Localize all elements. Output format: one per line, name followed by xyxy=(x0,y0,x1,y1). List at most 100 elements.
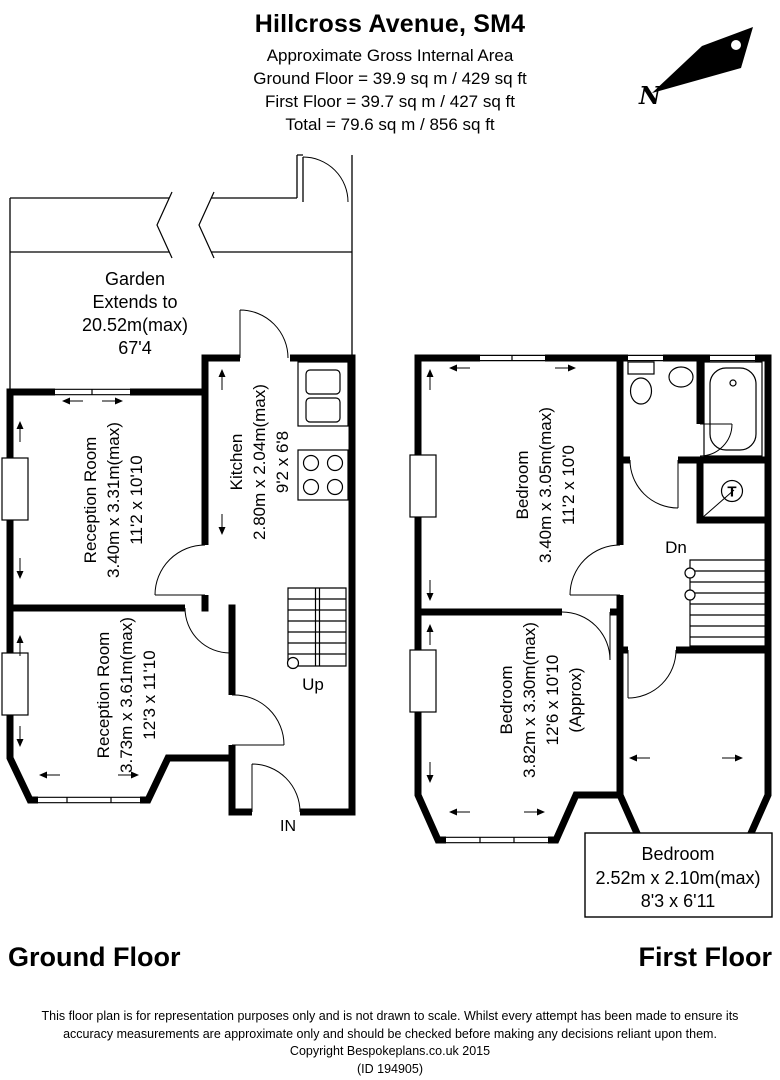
ground-floor-plan: Garden Extends to 20.52m(max) 67'4 xyxy=(1,154,356,835)
sink-unit-icon xyxy=(297,361,349,427)
bath-plug xyxy=(729,379,737,387)
stair-newel xyxy=(684,589,696,601)
ground-floor-area-text: Ground Floor = 39.9 sq m / 429 sq ft xyxy=(253,69,527,88)
dimension-arrow-icon xyxy=(523,808,546,816)
bedroom1-name: Bedroom xyxy=(513,451,532,520)
dimension-arrow-icon xyxy=(554,364,577,372)
garden-break-zigzag xyxy=(156,191,215,259)
garden-break-mask xyxy=(157,192,214,258)
toilet-bowl-icon xyxy=(629,377,653,405)
dimension-arrow-icon xyxy=(628,754,651,762)
dimension-arrow-icon xyxy=(16,420,24,443)
chimney-breast xyxy=(1,457,29,521)
bedroom1-imperial: 11'2 x 10'0 xyxy=(559,445,578,525)
reception2-imperial: 12'3 x 11'10 xyxy=(140,650,159,739)
kitchen-imperial: 9'2 x 6'8 xyxy=(273,431,292,493)
dimension-arrow-icon xyxy=(61,397,84,405)
hob-ring xyxy=(326,478,344,496)
stair-newel xyxy=(286,656,300,670)
bedroom2-name: Bedroom xyxy=(497,666,516,735)
header: Hillcross Avenue, SM4 Approximate Gross … xyxy=(0,10,780,136)
dimension-arrow-icon xyxy=(426,579,434,602)
hob-icon xyxy=(297,449,349,501)
dimension-arrow-icon xyxy=(426,368,434,391)
chimney-breast xyxy=(1,652,29,716)
ground-door-arcs xyxy=(154,309,301,813)
bedroom2-metric: 3.82m x 3.30m(max) xyxy=(520,622,539,778)
sink-bowl-icon xyxy=(305,369,341,395)
reception1-name: Reception Room xyxy=(81,437,100,564)
dimension-arrow-icon xyxy=(38,771,61,779)
hob-ring xyxy=(326,454,344,472)
page-title: Hillcross Avenue, SM4 xyxy=(254,10,526,38)
sink-bowl-icon xyxy=(305,397,341,423)
garden-extends: Extends to xyxy=(92,292,177,312)
bedroom3-name: Bedroom xyxy=(641,844,714,864)
disclaimer-line-1: This floor plan is for representation pu… xyxy=(41,1009,739,1023)
bathroom-fixtures xyxy=(627,361,763,503)
reception1-metric: 3.40m x 3.31m(max) xyxy=(104,422,123,578)
bedroom3-callout: Bedroom 2.52m x 2.10m(max) 8'3 x 6'11 xyxy=(584,832,773,918)
first-dimension-arrows xyxy=(426,364,744,816)
dimension-arrow-icon xyxy=(448,364,471,372)
hob-ring xyxy=(302,478,320,496)
bathtub-icon xyxy=(703,361,763,457)
reception1-imperial: 11'2 x 10'10 xyxy=(127,455,146,544)
dimension-arrow-icon xyxy=(426,623,434,646)
compass-north-label: N xyxy=(638,81,662,110)
dimension-arrow-icon xyxy=(101,397,124,405)
dimension-arrow-icon xyxy=(426,761,434,784)
hob-ring xyxy=(302,454,320,472)
bedroom3-metric: 2.52m x 2.10m(max) xyxy=(595,868,760,888)
first-exterior-and-interior-walls xyxy=(414,354,772,844)
bedroom3-label-box xyxy=(584,832,773,918)
first-floor-area-text: First Floor = 39.7 sq m / 427 sq ft xyxy=(265,92,515,111)
ground-stairs xyxy=(287,587,347,667)
ground-floor-title: Ground Floor xyxy=(8,942,181,972)
entrance-in-label: IN xyxy=(280,818,296,835)
first-door-arcs xyxy=(561,423,735,699)
total-area-text: Total = 79.6 sq m / 856 sq ft xyxy=(285,115,495,134)
reception2-name: Reception Room xyxy=(94,632,113,759)
tank-label: T xyxy=(727,484,736,501)
kitchen-metric: 2.80m x 2.04m(max) xyxy=(250,384,269,540)
reception2-metric: 3.73m x 3.61m(max) xyxy=(117,617,136,773)
bedroom1-metric: 3.40m x 3.05m(max) xyxy=(536,407,555,563)
first-stairs xyxy=(689,559,769,647)
first-windows xyxy=(446,354,755,844)
chimney-breast xyxy=(409,454,437,518)
garden-gate-arc xyxy=(302,156,349,203)
garden-name: Garden xyxy=(105,269,165,289)
footer: This floor plan is for representation pu… xyxy=(0,1008,780,1078)
bathtub-inner xyxy=(709,367,757,451)
chimney-breast xyxy=(409,649,437,713)
stairs-dn-label: Dn xyxy=(665,538,687,557)
bedroom2-qualifier: (Approx) xyxy=(566,667,585,732)
first-floor-plan: T Bedroom 3.40m x 3.05m(max) 11'2 x 10'0… xyxy=(409,354,773,918)
ground-windows xyxy=(38,388,140,804)
kitchen-fixtures xyxy=(297,361,349,501)
north-compass: N xyxy=(638,27,753,110)
bedroom3-imperial: 8'3 x 6'11 xyxy=(641,891,716,911)
dimension-arrow-icon xyxy=(218,368,226,391)
garden-metric: 20.52m(max) xyxy=(82,315,188,335)
stairs-up-label: Up xyxy=(302,675,324,694)
disclaimer-line-2: accuracy measurements are approximate on… xyxy=(63,1026,717,1041)
compass-needle-icon xyxy=(652,27,753,93)
copyright-text: Copyright Bespokeplans.co.uk 2015 xyxy=(289,1044,491,1058)
header-subtitle: Approximate Gross Internal Area xyxy=(266,46,514,65)
dimension-arrow-icon xyxy=(721,754,744,762)
stair-newel xyxy=(684,567,696,579)
first-floor-title: First Floor xyxy=(638,942,773,972)
dimension-arrow-icon xyxy=(448,808,471,816)
bedroom2-imperial: 12'6 x 10'10 xyxy=(543,655,562,746)
toilet-cistern-icon xyxy=(627,361,655,375)
dimension-arrow-icon xyxy=(16,557,24,580)
kitchen-name: Kitchen xyxy=(227,434,246,491)
plan-id-text: (ID 194905) xyxy=(356,1061,423,1076)
compass-dot xyxy=(731,40,741,50)
tank-circle xyxy=(720,479,744,503)
garden-imperial: 67'4 xyxy=(118,338,151,358)
